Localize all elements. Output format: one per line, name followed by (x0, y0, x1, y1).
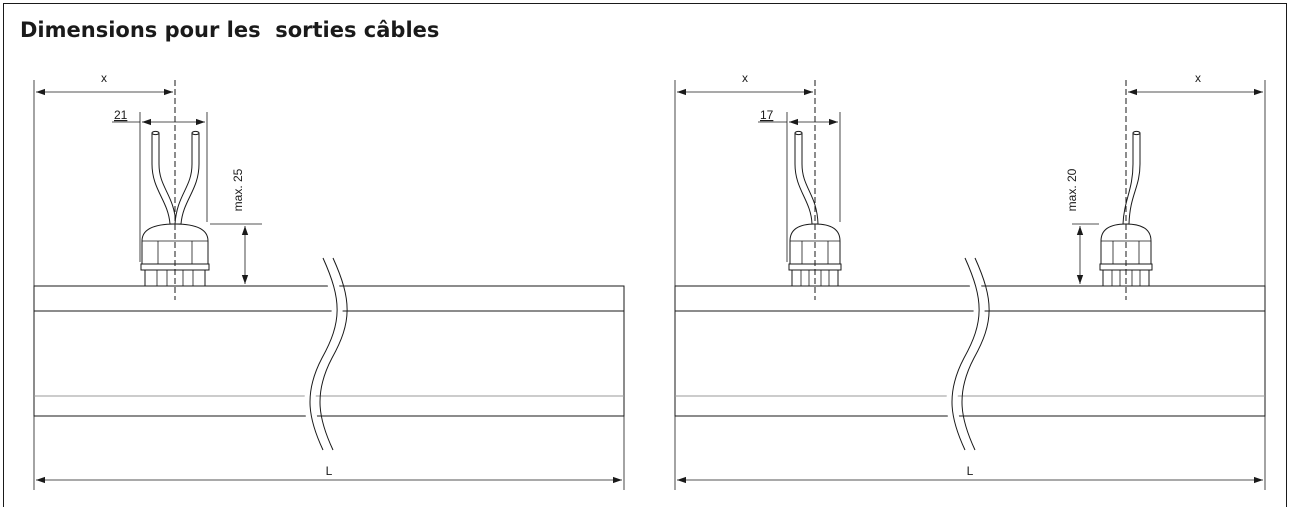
left-double-cable (151, 130, 200, 225)
left-rail-profile (33, 285, 625, 490)
left-dim-length-label: L (326, 464, 333, 478)
right-dim-spacing-label: 17 (760, 108, 774, 122)
right-dim-height: max. 20 (1065, 168, 1099, 287)
left-dim-height: max. 25 (210, 168, 262, 287)
right-dim-length: L (677, 464, 1263, 484)
left-view: x 21 max. 25 L (33, 71, 625, 490)
left-dim-height-label: max. 25 (231, 168, 245, 211)
right-dim-x-right-label: x (1195, 71, 1201, 85)
right-dim-x-right: x (1128, 71, 1266, 286)
left-dim-length: L (36, 464, 622, 484)
right-dim-length-label: L (967, 464, 974, 478)
left-dim-spacing: 21 (112, 108, 208, 262)
right-dim-height-label: max. 20 (1065, 168, 1079, 211)
right-dim-spacing: 17 (758, 108, 841, 262)
drawing-frame (3, 3, 1287, 507)
left-dim-x-label: x (101, 71, 107, 85)
right-dim-x-left-label: x (742, 71, 748, 85)
right-single-cable-2 (1122, 130, 1141, 225)
left-dim-spacing-label: 21 (114, 108, 128, 122)
right-view: x 17 (674, 71, 1266, 490)
right-single-cable-1 (794, 130, 819, 225)
right-break-symbol (946, 255, 990, 453)
right-rail-profile (674, 285, 1266, 490)
left-break-symbol (304, 255, 348, 453)
right-dim-x-left: x (674, 71, 813, 286)
left-dim-x: x (33, 71, 173, 286)
page-title: Dimensions pour les sorties câbles (20, 18, 440, 42)
